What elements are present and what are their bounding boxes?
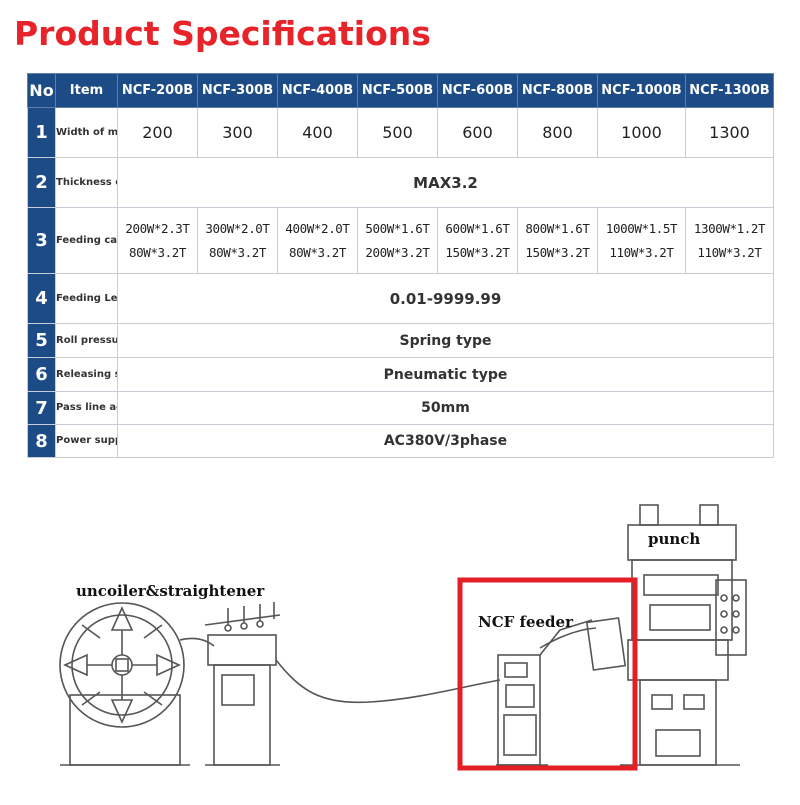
header-model: NCF-200B [117, 73, 198, 108]
table-row: 1 Width of material (mm) 200 300 400 500… [27, 107, 774, 158]
header-model: NCF-800B [517, 73, 598, 108]
header-model: NCF-400B [277, 73, 358, 108]
capacity-bottom: 150W*3.2T [445, 244, 510, 260]
feeder-label: NCF feeder [478, 613, 573, 631]
row-item-label: Roll pressure [55, 323, 118, 358]
table-row: 8 Power supply AC380V/3phase [27, 424, 774, 458]
uncoiler-label: uncoiler&straightener [76, 582, 265, 600]
capacity-top: 800W*1.6T [525, 220, 590, 236]
cell-value: 1300 [685, 107, 774, 158]
header-model: NCF-1300B [685, 73, 774, 108]
row-number: 6 [27, 357, 56, 392]
cell-value: AC380V/3phase [117, 424, 774, 458]
row-item-label: Thickness of material (mm) [55, 157, 118, 208]
punch-machine [620, 504, 747, 766]
cell-capacity: 400W*2.0T 80W*3.2T [277, 207, 358, 274]
row-item-label: Power supply [55, 424, 118, 458]
header-model: NCF-300B [197, 73, 278, 108]
cell-capacity: 1000W*1.5T 110W*3.2T [597, 207, 686, 274]
row-item-label: Width of material (mm) [55, 107, 118, 158]
capacity-top: 600W*1.6T [445, 220, 510, 236]
row-number: 7 [27, 391, 56, 425]
header-model: NCF-1000B [597, 73, 686, 108]
table-row: 4 Feeding Length (mm) 0.01-9999.99 [27, 273, 774, 324]
material-strip [275, 659, 501, 704]
cell-capacity: 300W*2.0T 80W*3.2T [197, 207, 278, 274]
cell-value: 300 [197, 107, 278, 158]
row-item-label: Feeding capacity [55, 207, 118, 274]
table-row: 2 Thickness of material (mm) MAX3.2 [27, 157, 774, 208]
row-number: 8 [27, 424, 56, 458]
cell-value: 200 [117, 107, 198, 158]
cell-value: 600 [437, 107, 518, 158]
spec-table-header: No Item NCF-200B NCF-300B NCF-400B NCF-5… [27, 73, 774, 108]
row-number: 2 [27, 157, 56, 208]
cell-value: 800 [517, 107, 598, 158]
table-row: 7 Pass line adjustment 50mm [27, 391, 774, 425]
cell-capacity: 600W*1.6T 150W*3.2T [437, 207, 518, 274]
cell-value: 500 [357, 107, 438, 158]
row-item-label: Releasing system [55, 357, 118, 392]
capacity-bottom: 80W*3.2T [208, 244, 266, 260]
straightener-machine [204, 602, 281, 766]
ncf-feeder-machine [496, 617, 627, 766]
row-number: 3 [27, 207, 56, 274]
capacity-top: 1000W*1.5T [605, 220, 678, 236]
page-title: Product Specifications [14, 14, 431, 53]
header-model: NCF-600B [437, 73, 518, 108]
capacity-bottom: 150W*3.2T [525, 244, 590, 260]
cell-capacity: 1300W*1.2T 110W*3.2T [685, 207, 774, 274]
table-row: 5 Roll pressure Spring type [27, 323, 774, 358]
capacity-bottom: 80W*3.2T [128, 244, 186, 260]
cell-value: Pneumatic type [117, 357, 774, 392]
row-number: 5 [27, 323, 56, 358]
uncoiler-machine [59, 602, 215, 766]
capacity-bottom: 110W*3.2T [609, 244, 674, 260]
table-row: 6 Releasing system Pneumatic type [27, 357, 774, 392]
row-item-label: Feeding Length (mm) [55, 273, 118, 324]
capacity-top: 1300W*1.2T [693, 220, 766, 236]
row-number: 4 [27, 273, 56, 324]
header-model: NCF-500B [357, 73, 438, 108]
punch-label: punch [648, 530, 701, 548]
row-item-label: Pass line adjustment [55, 391, 118, 425]
cell-value: 1000 [597, 107, 686, 158]
capacity-top: 200W*2.3T [125, 220, 190, 236]
cell-capacity: 200W*2.3T 80W*3.2T [117, 207, 198, 274]
cell-value: 50mm [117, 391, 774, 425]
header-item: Item [55, 73, 118, 108]
feeder-highlight-box [457, 577, 638, 771]
diagram-drawing [59, 504, 747, 771]
capacity-top: 400W*2.0T [285, 220, 350, 236]
cell-capacity: 800W*1.6T 150W*3.2T [517, 207, 598, 274]
capacity-bottom: 80W*3.2T [288, 244, 346, 260]
table-row: 3 Feeding capacity 200W*2.3T 80W*3.2T 300… [27, 207, 774, 274]
production-line-diagram: uncoiler&straightener NCF feeder punch [0, 480, 800, 800]
cell-value: 400 [277, 107, 358, 158]
cell-value: Spring type [117, 323, 774, 358]
capacity-bottom: 200W*3.2T [365, 244, 430, 260]
cell-value: MAX3.2 [117, 157, 774, 208]
capacity-bottom: 110W*3.2T [697, 244, 762, 260]
capacity-top: 500W*1.6T [365, 220, 430, 236]
capacity-top: 300W*2.0T [205, 220, 270, 236]
header-no: No [27, 73, 56, 108]
row-number: 1 [27, 107, 56, 158]
cell-value: 0.01-9999.99 [117, 273, 774, 324]
spec-table: No Item NCF-200B NCF-300B NCF-400B NCF-5… [27, 73, 774, 458]
cell-capacity: 500W*1.6T 200W*3.2T [357, 207, 438, 274]
